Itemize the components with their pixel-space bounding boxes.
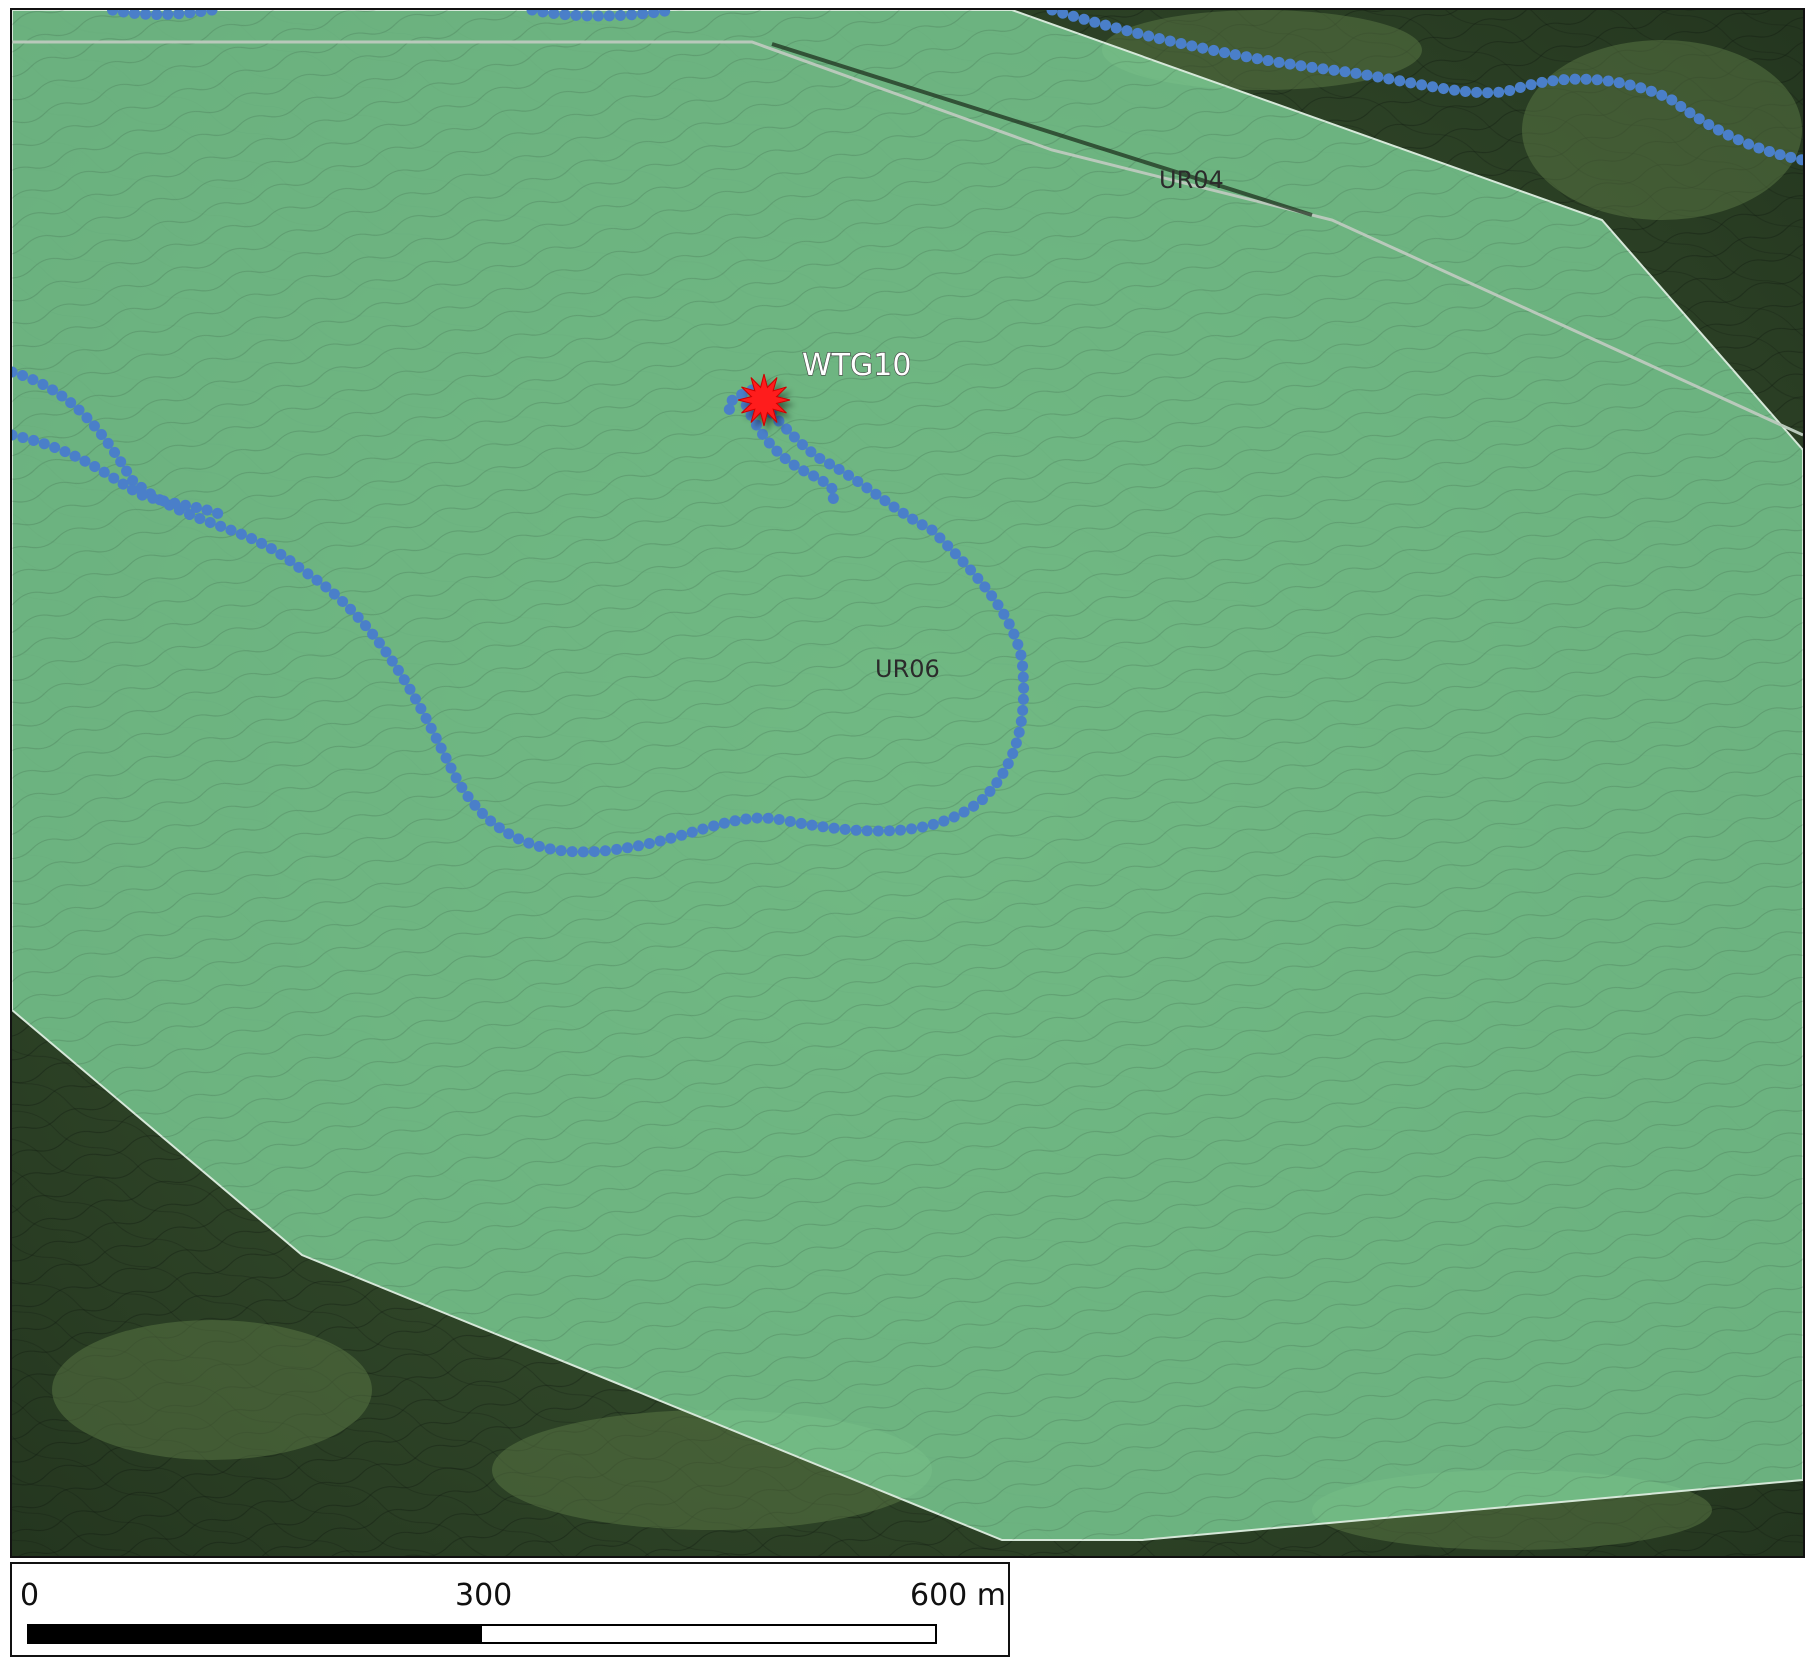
turbine-label: WTG10 [802, 348, 911, 383]
scale-label-300: 300 [455, 1578, 513, 1613]
scale-label-600: 600 m [910, 1578, 1007, 1613]
scale-bar: 0 300 600 m [10, 1562, 1010, 1657]
zone-boundary-line [12, 40, 1803, 437]
zone-contour-lines [12, 10, 1803, 1540]
scale-bar-graphic [27, 1624, 937, 1644]
zone-boundary-dark-line [771, 42, 1313, 217]
red-star-icon [737, 373, 791, 427]
zone-label-ur04: UR04 [1159, 166, 1224, 194]
zone-label-ur06: UR06 [875, 655, 940, 683]
map-canvas[interactable]: UR04 UR06 WTG10 [10, 8, 1805, 1558]
scale-label-0: 0 [20, 1578, 40, 1613]
access-road [12, 10, 1803, 858]
turbine-marker[interactable] [737, 373, 791, 427]
scale-bar-black-segment [29, 1626, 482, 1642]
